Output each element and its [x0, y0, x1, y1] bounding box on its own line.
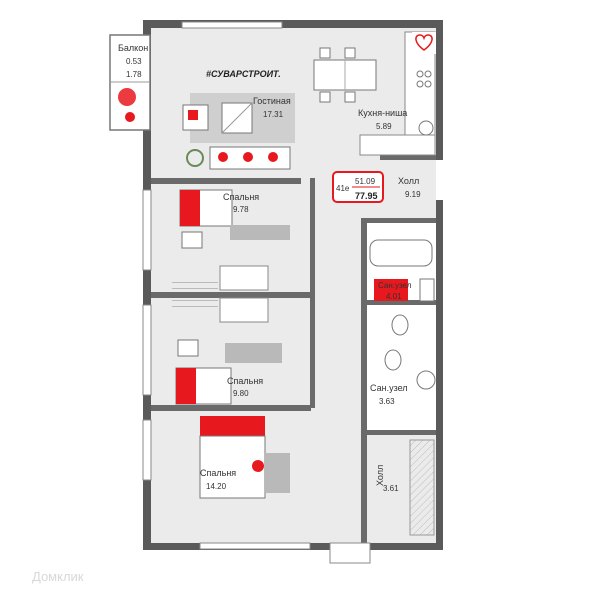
entrance-door: [329, 542, 371, 564]
room-name-kitchen: Кухня-ниша: [358, 108, 407, 118]
room-area-bedroom-3: 14.20: [206, 482, 227, 491]
bathroom-2: Сан.узел 3.63: [367, 305, 436, 430]
dining-table: [313, 47, 377, 103]
bedroom-2: Спальня 9.80: [175, 297, 282, 405]
apartment-living-area: 51.09: [355, 177, 376, 186]
room-area-bedroom-1: 9.78: [233, 205, 249, 214]
room-name-living: Гостиная: [253, 96, 291, 106]
bedroom-3: Спальня 14.20: [199, 416, 290, 499]
windows: [142, 21, 311, 550]
room-area-balcony: 0.53: [126, 57, 142, 66]
room-name-hall-2: Холл: [375, 465, 385, 486]
apartment-total-area: 77.95: [355, 191, 378, 201]
room-name-bedroom-2: Спальня: [227, 376, 263, 386]
room-name-bathroom-1: Сан.узел: [378, 281, 412, 290]
room-area-bedroom-2: 9.80: [233, 389, 249, 398]
wardrobe-1: [172, 278, 218, 290]
living-room: Гостиная 17.31: [182, 93, 295, 170]
watermark: Домклик: [32, 569, 84, 584]
bathroom-1: Сан.узел 4.01: [367, 223, 436, 302]
room-name-hall: Холл: [398, 176, 419, 186]
apartment-area-box: 41e 51.09 77.95: [332, 171, 384, 203]
brand-logo: #СУВАРСТРОИТ.: [206, 69, 281, 79]
room-area-kitchen: 5.89: [376, 122, 392, 131]
heart-icon[interactable]: [412, 32, 436, 54]
room-area-living: 17.31: [263, 110, 284, 119]
bedroom-1: Спальня 9.78: [179, 189, 290, 291]
room-area-bathroom-1: 4.01: [386, 292, 402, 301]
room-area-hall-2: 3.61: [383, 484, 399, 493]
room-area-hall: 9.19: [405, 190, 421, 199]
room-name-balcony: Балкон: [118, 43, 148, 53]
balcony: Балкон 0.53 1.78: [109, 34, 151, 131]
room-name-bedroom-1: Спальня: [223, 192, 259, 202]
hall-2: Холл 3.61: [375, 439, 435, 536]
interior-walls: [151, 155, 436, 543]
room-area-balcony-2: 1.78: [126, 70, 142, 79]
wardrobe-2: [172, 298, 218, 310]
room-name-bathroom-2: Сан.узел: [370, 383, 408, 393]
room-name-bedroom-3: Спальня: [200, 468, 236, 478]
apartment-label: 41e: [336, 184, 350, 193]
room-area-bathroom-2: 3.63: [379, 397, 395, 406]
